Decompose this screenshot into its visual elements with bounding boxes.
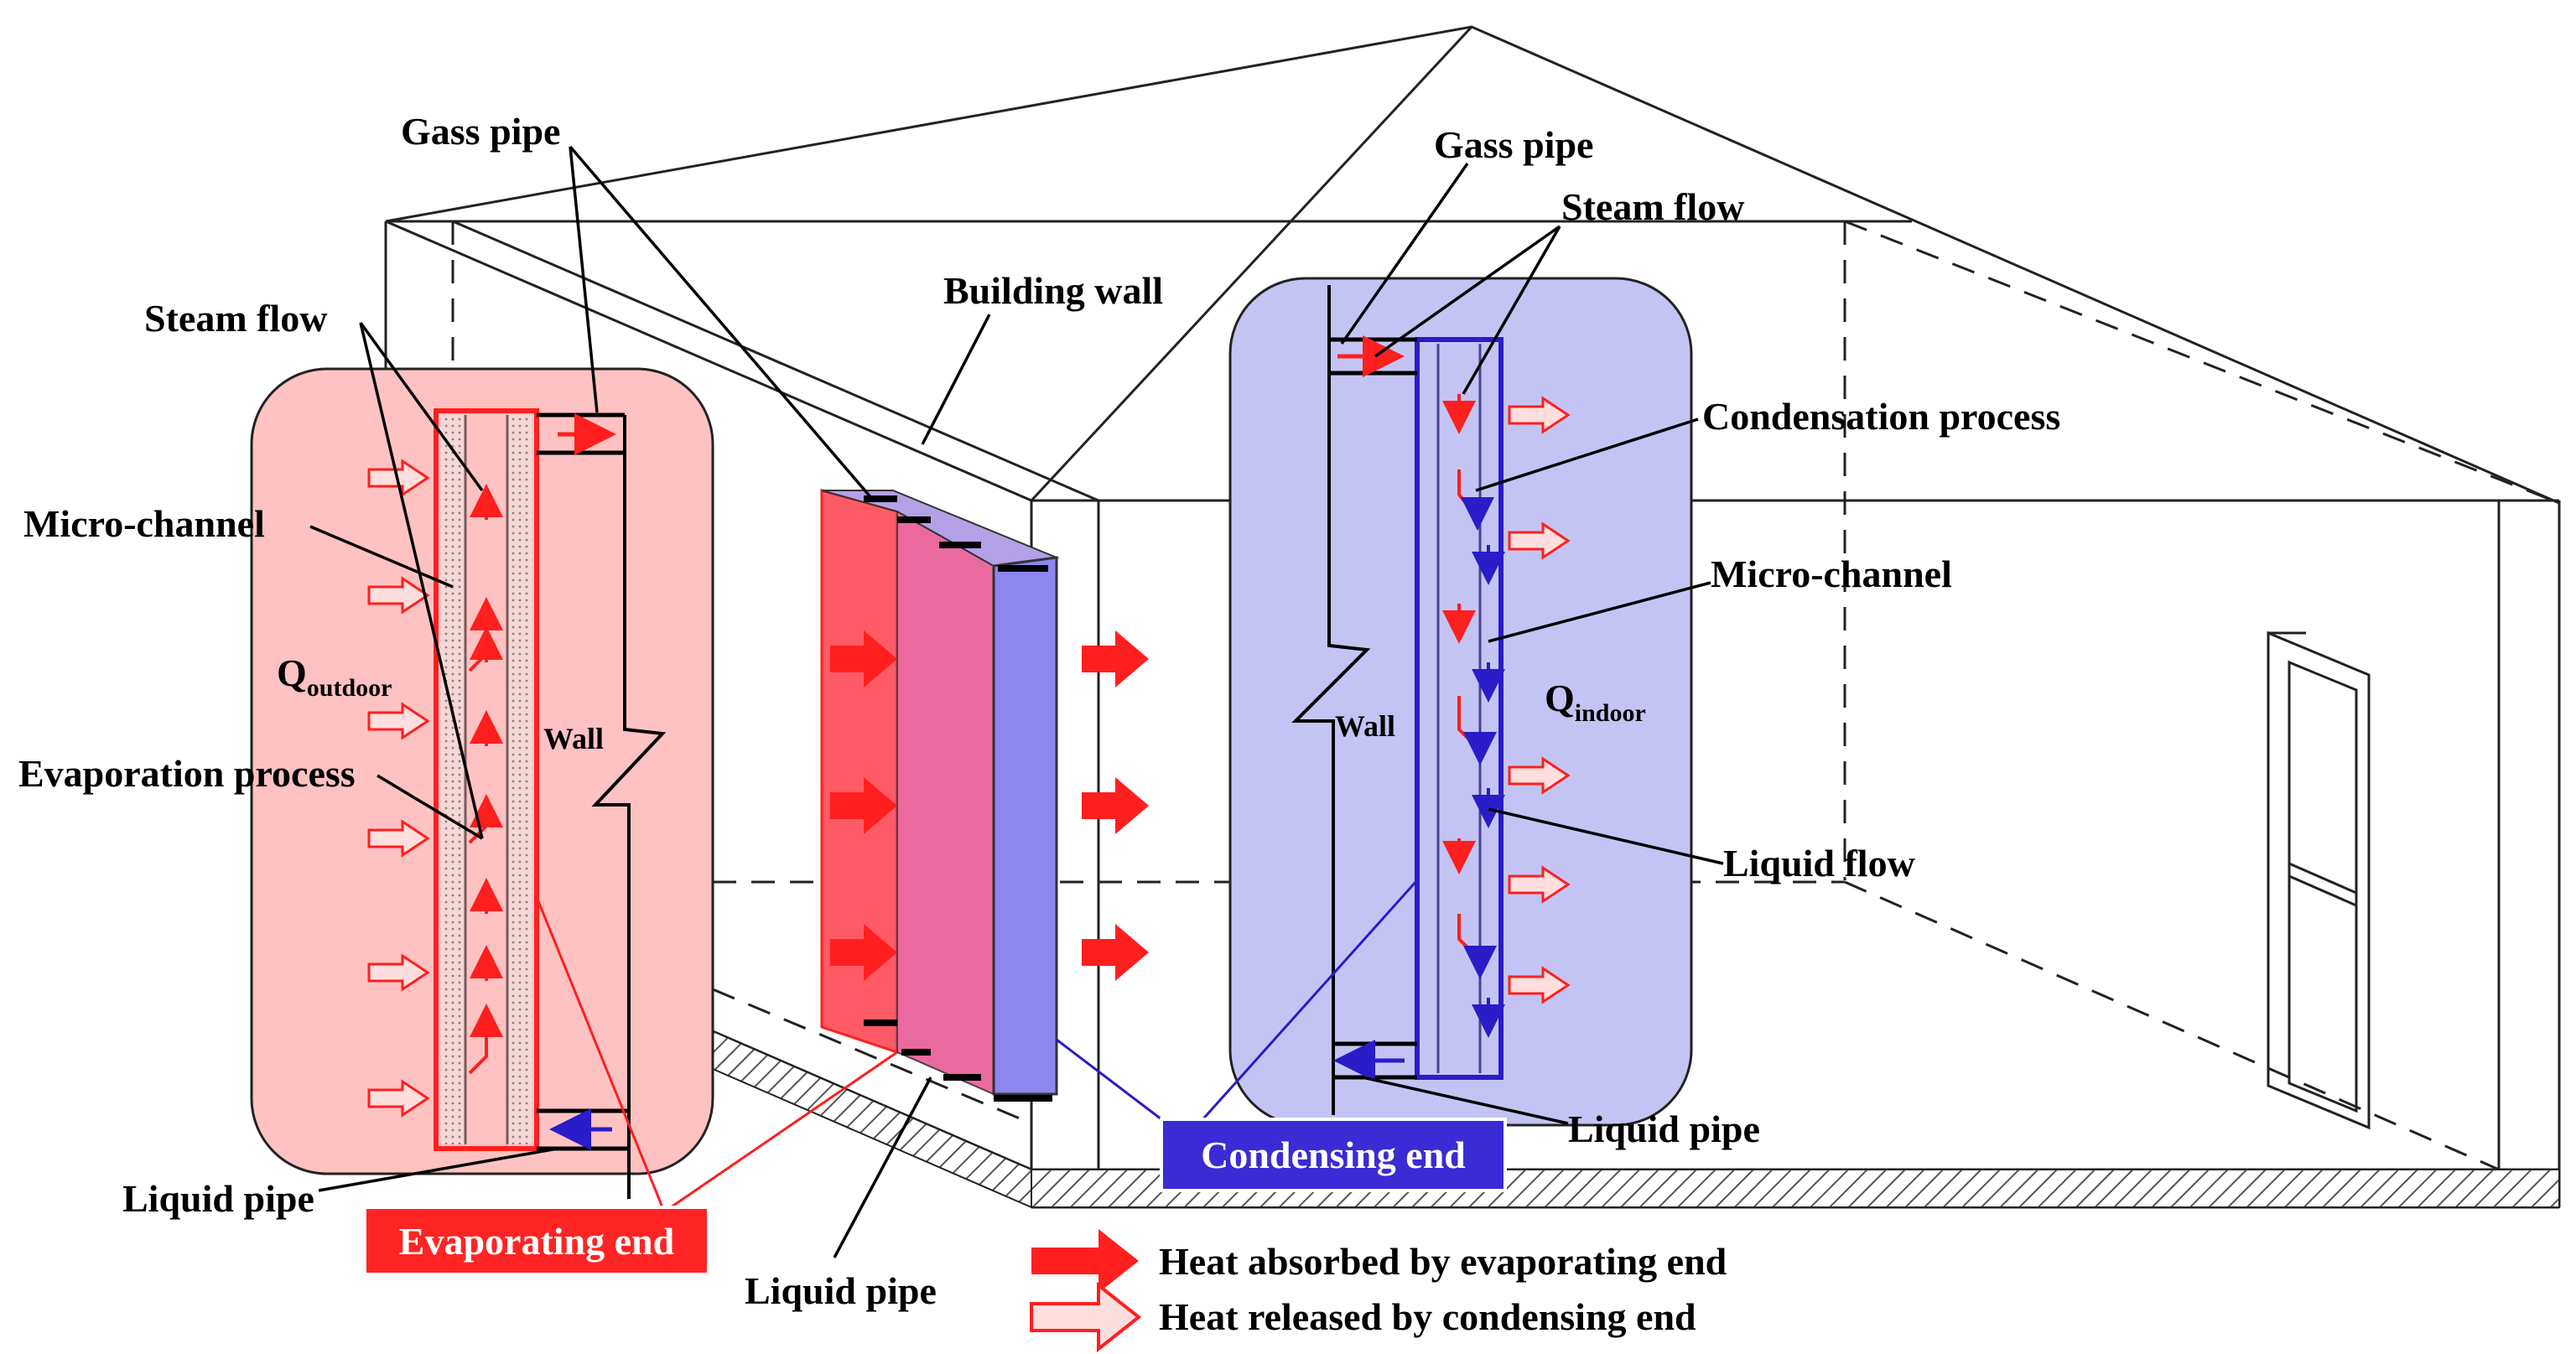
- evaporating-end-tag: Evaporating end: [363, 1206, 710, 1276]
- condensing-end-tag: Condensing end: [1160, 1118, 1507, 1192]
- q-indoor-main: Q: [1545, 677, 1575, 719]
- center-evaporator-panel: [820, 489, 899, 1055]
- outdoor-steam-arrows: [468, 484, 503, 1075]
- wall-outdoor-label: Wall: [543, 722, 604, 755]
- condensing-end-label: Condensing end: [1201, 1134, 1466, 1176]
- indoor-wall: [1291, 285, 1371, 1115]
- outdoor-detail-panel: [250, 367, 714, 1199]
- legend-absorbed-label: Heat absorbed by evaporating end: [1159, 1240, 1727, 1283]
- indoor-heat-out-arrows: [1508, 396, 1571, 1004]
- liquid-pipe-outdoor-label: Liquid pipe: [122, 1177, 314, 1220]
- micro-channel-indoor-label: Micro-channel: [1711, 552, 1952, 595]
- q-outdoor-sub: outdoor: [307, 674, 392, 702]
- tag-connectors: [535, 879, 1419, 1209]
- legend-released-icon: [1030, 1281, 1142, 1353]
- liquid-flow-label: Liquid flow: [1723, 842, 1915, 885]
- micro-channel-outdoor-label: Micro-channel: [23, 502, 265, 545]
- liquid-pipe-indoor-label: Liquid pipe: [1568, 1108, 1760, 1150]
- evaporating-end-label: Evaporating end: [399, 1220, 675, 1263]
- outdoor-heat-in-arrows: [367, 459, 430, 1118]
- steam-flow-outdoor-label: Steam flow: [144, 297, 327, 340]
- gas-pipe-outdoor-label: Gass pipe: [401, 110, 560, 153]
- center-heat-in-arrows: [830, 630, 897, 981]
- outdoor-evaporator-frame: [434, 408, 539, 1151]
- center-condenser-panel: [992, 556, 1058, 1096]
- q-indoor-sub: indoor: [1575, 699, 1646, 727]
- legend: Heat absorbed by evaporating end Heat re…: [1030, 1229, 1727, 1353]
- steam-flow-indoor-label: Steam flow: [1561, 185, 1744, 228]
- outdoor-wall: [591, 415, 667, 1199]
- labels: Gass pipe Steam flow Micro-channel Qoutd…: [18, 110, 2060, 1312]
- center-heat-pipe-unit: [820, 489, 1149, 1102]
- indoor-detail-panel: [1228, 277, 1693, 1127]
- q-outdoor-main: Q: [277, 651, 307, 694]
- q-outdoor-label: Qoutdoor: [277, 651, 392, 702]
- indoor-flow-arrows: [1442, 394, 1505, 1038]
- liquid-pipe-center-label: Liquid pipe: [745, 1269, 937, 1312]
- indoor-condenser-frame: [1415, 337, 1504, 1080]
- gas-pipe-indoor-label: Gass pipe: [1434, 123, 1593, 166]
- legend-released-label: Heat released by condensing end: [1159, 1295, 1696, 1338]
- condensation-process-label: Condensation process: [1702, 395, 2060, 438]
- q-indoor-label: Qindoor: [1545, 677, 1646, 727]
- door: [2267, 630, 2371, 1130]
- leader-lines: [309, 145, 1724, 1258]
- building-wall-label: Building wall: [943, 269, 1163, 312]
- evaporation-process-label: Evaporation process: [18, 752, 356, 795]
- wall-indoor-label: Wall: [1335, 709, 1395, 743]
- center-heat-out-arrows: [1082, 630, 1149, 981]
- legend-absorbed-icon: [1031, 1229, 1139, 1293]
